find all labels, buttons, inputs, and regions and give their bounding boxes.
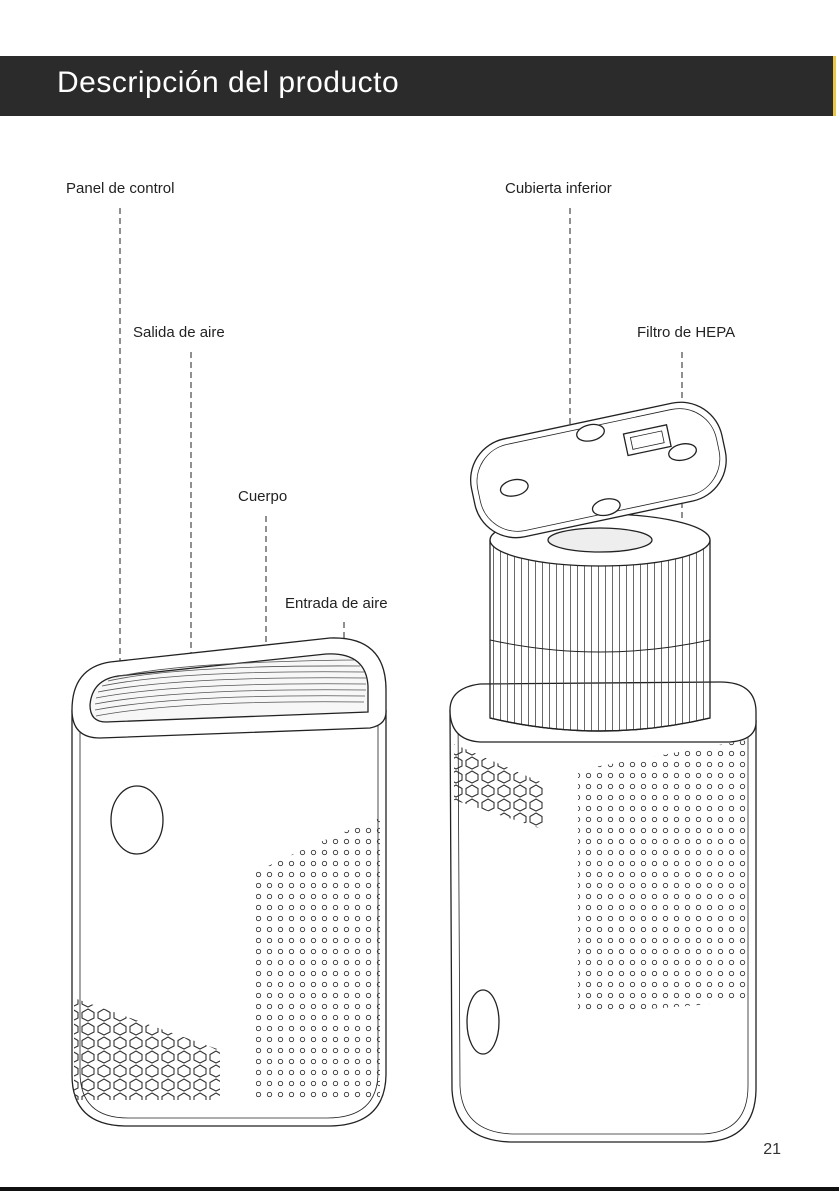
control-panel-circle <box>111 786 163 854</box>
page-number: 21 <box>763 1141 781 1159</box>
open-control-panel-circle <box>467 990 499 1054</box>
hepa-filter-cylinder <box>490 540 710 731</box>
purifier-assembled <box>72 638 386 1126</box>
purifier-open <box>450 394 756 1142</box>
open-air-inlet-perforations <box>578 740 748 1012</box>
bottom-rule <box>0 1187 839 1191</box>
